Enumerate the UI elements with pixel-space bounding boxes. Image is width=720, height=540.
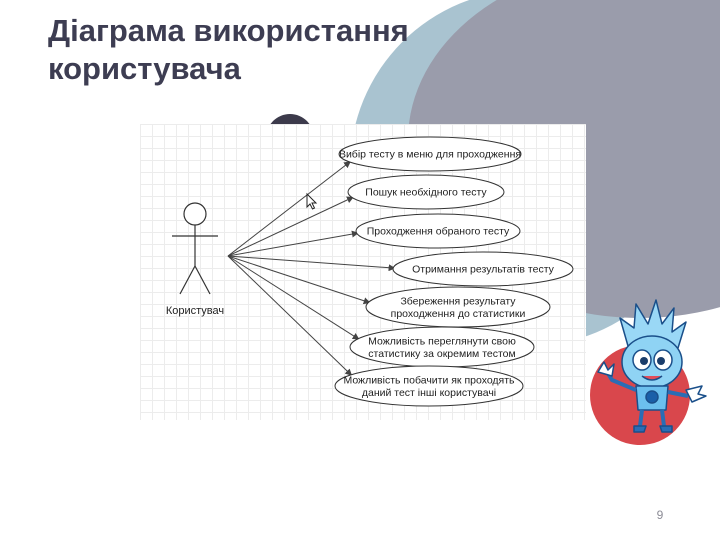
title-line-1: Діаграма використання <box>48 13 409 48</box>
fixie-mascot-icon <box>597 299 707 433</box>
use-case-ellipse <box>355 213 521 249</box>
use-case-label-line: Отримання результатів тесту <box>412 264 555 276</box>
use-case-label-line: статистику за окремим тестом <box>368 348 515 360</box>
use-case-label-line: Можливість побачити як проходять <box>343 374 515 386</box>
actor-label: Користувач <box>166 305 224 317</box>
association-arrow <box>227 255 360 340</box>
use-case-ellipse <box>347 174 505 210</box>
use-case-label: Вибір тесту в меню для проходження <box>339 149 521 161</box>
mascot-legs <box>638 409 666 427</box>
association-arrow <box>227 161 351 257</box>
use-case-label-line: Збереження результату <box>400 295 516 307</box>
use-case-label-line: даний тест інші користувачі <box>362 387 496 399</box>
slide-title: Діаграма використання користувача <box>48 12 508 88</box>
use-case-ellipse <box>334 365 524 407</box>
mascot-hair <box>619 299 687 349</box>
association-arrow <box>227 255 371 305</box>
use-case-label-line: Пошук необхідного тесту <box>365 187 487 199</box>
page-number: 9 <box>656 508 664 522</box>
use-case-label: Отримання результатів тесту <box>412 264 555 276</box>
mouse-cursor-icon <box>306 192 318 210</box>
use-case-diagram: Користувач Вибір тесту в меню для проход… <box>140 124 586 420</box>
use-case-label-line: Проходження обраного тесту <box>367 226 510 238</box>
actor-right-leg <box>194 265 211 295</box>
use-case-diagram-canvas: Користувач Вибір тесту в меню для проход… <box>166 136 574 407</box>
actor-figure <box>172 202 218 295</box>
actor-left-leg <box>179 265 196 295</box>
use-case-ellipse <box>338 136 522 172</box>
association-arrow <box>227 255 396 272</box>
use-case-label-line: проходження до статистики <box>391 308 526 320</box>
use-case-label-line: Можливість переглянути свою <box>368 335 516 347</box>
title-line-2: користувача <box>48 51 241 86</box>
association-arrow <box>227 255 353 376</box>
use-case-label: Проходження обраного тесту <box>367 226 510 238</box>
mascot-right-arm <box>667 390 689 398</box>
mascot-left-hand <box>597 361 615 377</box>
use-cases: Вибір тесту в меню для проходженняПошук … <box>227 136 574 407</box>
association-arrow <box>227 230 359 257</box>
actor-head <box>183 202 207 226</box>
use-case-label-line: Вибір тесту в меню для проходження <box>339 149 521 161</box>
use-case-label: Пошук необхідного тесту <box>365 187 487 199</box>
mascot-right-hand <box>685 385 707 403</box>
use-case-ellipse <box>392 251 574 287</box>
association-arrow <box>227 196 354 257</box>
